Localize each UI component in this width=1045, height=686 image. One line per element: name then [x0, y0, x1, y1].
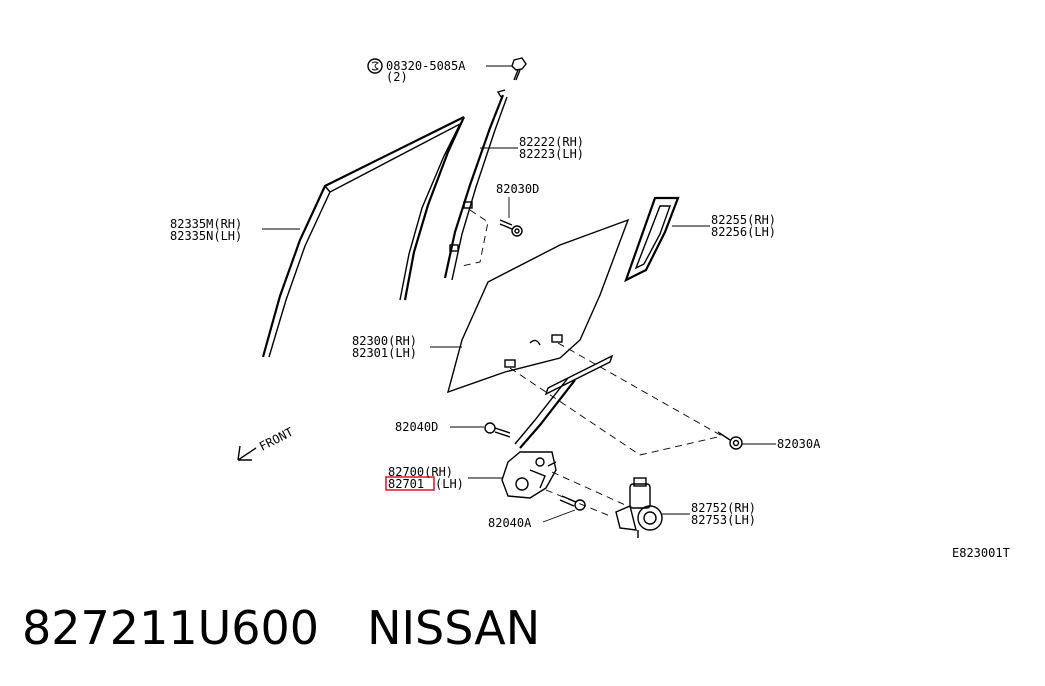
label-drawing-code: E823001T	[952, 546, 1010, 560]
leader-bolt-40a	[542, 509, 576, 523]
label-motor-lh: 82753(LH)	[691, 513, 756, 527]
label-regulator-lh-side: (LH)	[435, 477, 464, 491]
weatherstrip	[261, 116, 466, 358]
label-sash-rh: 82222(RH)	[519, 135, 584, 149]
label-weatherstrip-lh: 82335N(LH)	[170, 229, 242, 243]
label-weatherstrip-rh: 82335M(RH)	[170, 217, 242, 231]
regulator-body	[501, 451, 557, 499]
label-front: FRONT	[257, 425, 296, 454]
label-glass-lh: 82301(LH)	[352, 346, 417, 360]
label-fixed-glass-lh: 82256(LH)	[711, 225, 776, 239]
label-sash-lh: 82223(LH)	[519, 147, 584, 161]
label-bolt-a: 82030A	[777, 437, 821, 451]
bolt-icon	[499, 219, 523, 237]
label-screw-qty: (2)	[386, 70, 408, 84]
part-number: 827211U600	[22, 601, 320, 655]
door-glass	[446, 218, 630, 394]
dashed-guide-d	[461, 209, 489, 267]
dashed-guide-glass	[509, 342, 723, 456]
motor-icon	[615, 477, 663, 538]
front-arrow-icon	[237, 445, 257, 461]
dashed-guide-motor	[545, 471, 633, 517]
sash-channel	[443, 89, 508, 281]
brand-name: NISSAN	[367, 601, 541, 655]
part-caption: 827211U600 NISSAN	[22, 598, 540, 658]
label-screw-code: 08320-5085A	[386, 59, 466, 73]
label-motor-rh: 82752(RH)	[691, 501, 756, 515]
bolt-icon	[717, 431, 743, 450]
highlight-box	[385, 476, 435, 491]
label-bolt-40a: 82040A	[488, 516, 532, 530]
label-glass-rh: 82300(RH)	[352, 334, 417, 348]
parts-diagram: 08320-5085A (2) 82222(RH) 82223(LH) 8203…	[170, 57, 1010, 560]
label-regulator-lh-code: 82701	[388, 477, 424, 491]
label-bolt-40d: 82040D	[395, 420, 438, 434]
label-fixed-glass-rh: 82255(RH)	[711, 213, 776, 227]
fixed-glass	[624, 196, 680, 283]
label-bolt-d: 82030D	[496, 182, 539, 196]
bolt-icon	[559, 495, 586, 511]
label-regulator-rh: 82700(RH)	[388, 465, 453, 479]
regulator-rail	[514, 354, 614, 449]
bolt-icon	[484, 422, 511, 438]
